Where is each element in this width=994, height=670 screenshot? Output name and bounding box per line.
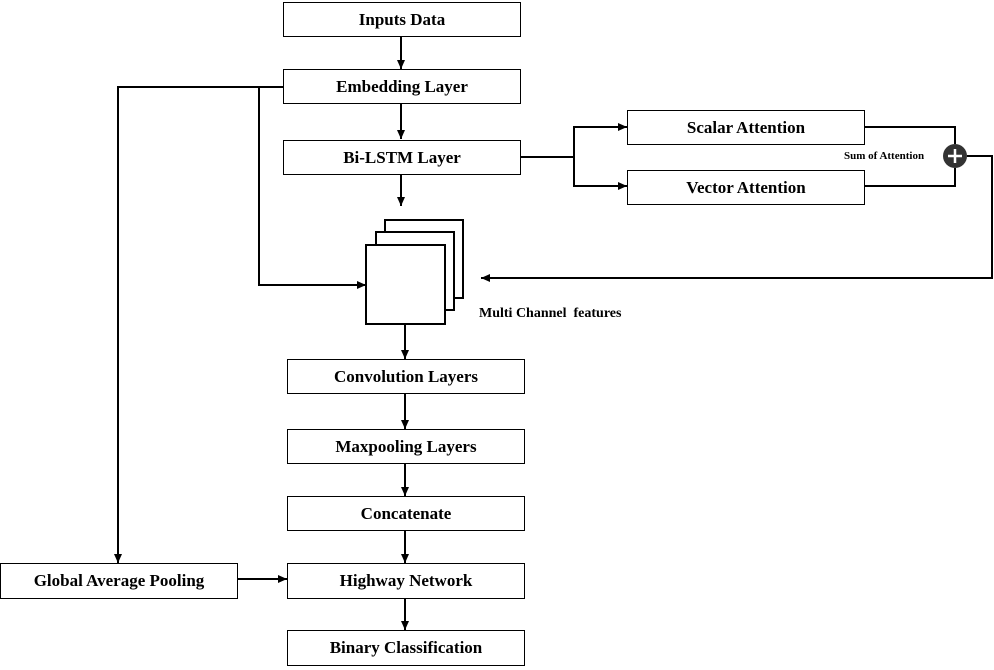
highway-network-node: Highway Network	[287, 563, 525, 599]
plus-circle-icon	[943, 144, 967, 168]
edge-embedding-to-gap	[114, 86, 283, 563]
edge-vector-to-sum	[864, 168, 956, 187]
vector-attention-node: Vector Attention	[627, 170, 865, 205]
edge-scalar-to-sum	[864, 126, 956, 144]
bilstm-layer-node: Bi-LSTM Layer	[283, 140, 521, 175]
embedding-layer-node: Embedding Layer	[283, 69, 521, 104]
edge-branch-to-scalar	[573, 123, 627, 157]
maxpooling-layers-node: Maxpooling Layers	[287, 429, 525, 464]
scalar-attention-node: Scalar Attention	[627, 110, 865, 145]
edge-embedding-to-features	[258, 87, 366, 289]
multi-channel-features-label: Multi Channel features	[479, 306, 622, 321]
global-average-pooling-node: Global Average Pooling	[0, 563, 238, 599]
feature-map-front	[365, 244, 446, 325]
convolution-layers-node: Convolution Layers	[287, 359, 525, 394]
binary-classification-node: Binary Classification	[287, 630, 525, 666]
concatenate-node: Concatenate	[287, 496, 525, 531]
edge-sum-to-features	[481, 155, 993, 282]
inputs-data-node: Inputs Data	[283, 2, 521, 37]
edge-branch-to-vector	[573, 157, 627, 190]
sum-of-attention-label: Sum of Attention	[844, 150, 925, 162]
